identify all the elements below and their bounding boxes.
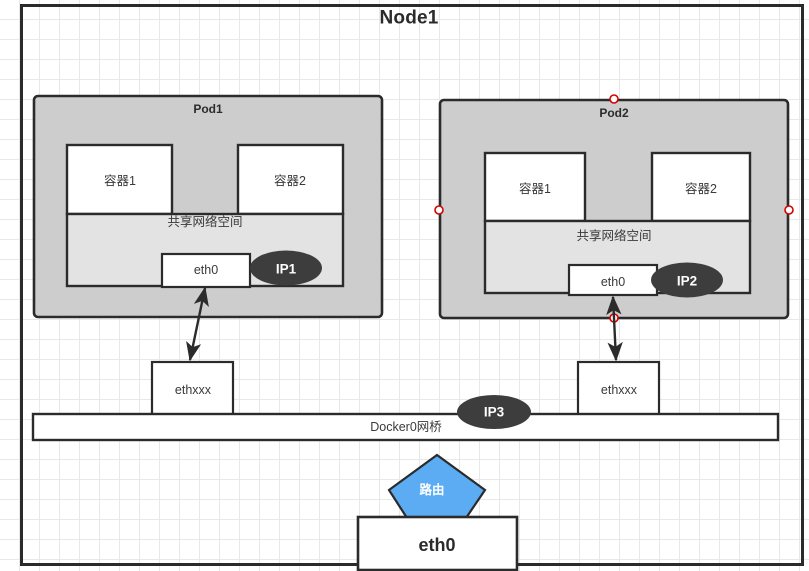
pod1-container1-label: 容器1 [104,173,136,188]
pod2-selection-handle-top[interactable] [609,94,619,104]
pod2-container1-label: 容器1 [519,181,551,196]
router-label: 路由 [419,482,445,497]
pod2-selection-handle-left[interactable] [434,205,444,215]
bridge-ip-badge[interactable] [457,395,531,429]
pod1-eth0-label: eth0 [193,262,219,277]
host-eth0-box[interactable] [356,515,519,571]
bridge-ip-badge-label: IP3 [483,404,505,420]
veth-left-box[interactable] [150,360,235,418]
pod1-ip-badge-label: IP1 [275,261,297,277]
pod2-ip-badge-label: IP2 [676,273,698,289]
pod1-container1-box[interactable] [65,143,174,216]
pod1-shared-network-label: 共享网络空间 [167,214,243,229]
pod2-selection-handle-right[interactable] [784,205,794,215]
host-eth0-label: eth0 [418,535,456,555]
pod2-shared-network-label: 共享网络空间 [576,228,652,243]
pod2-ip-badge[interactable] [651,262,723,298]
pod1-container2-label: 容器2 [274,173,306,188]
docker0-bridge-label: Docker0网桥 [370,419,442,434]
veth-right-box[interactable] [576,360,661,418]
veth-right-label: ethxxx [600,382,638,397]
pod2-title: Pod2 [599,106,629,120]
docker0-bridge-bar[interactable] [31,412,780,442]
veth-left-label: ethxxx [174,382,212,397]
node1-title: Node1 [379,7,439,29]
pod2-container2-label: 容器2 [685,181,717,196]
pod1-title: Pod1 [193,102,223,116]
pod2-eth0-label: eth0 [600,274,626,289]
pod2-to-veth-connector[interactable] [606,295,623,362]
pod1-to-veth-connector[interactable] [186,286,209,362]
pod1-ip-badge[interactable] [250,250,322,286]
